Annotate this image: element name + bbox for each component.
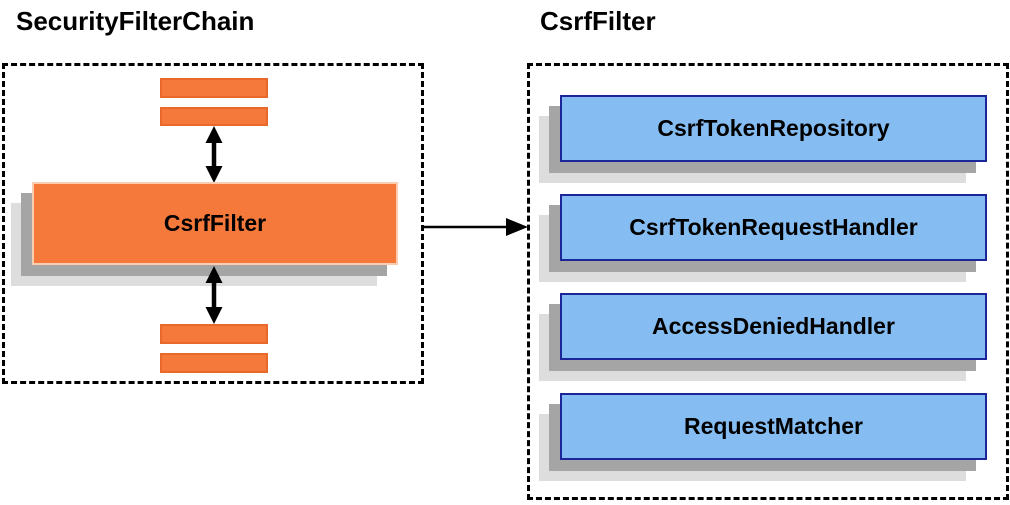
- csrf-filter-box: CsrfFilter: [32, 182, 398, 265]
- csrf-filter-title: CsrfFilter: [540, 6, 656, 36]
- security-filter-chain-title: SecurityFilterChain: [16, 6, 255, 36]
- security-filter-chain-container: [2, 63, 424, 384]
- filter-placeholder-bar-top-1: [160, 78, 268, 98]
- filter-placeholder-bar-top-2: [160, 107, 268, 126]
- filter-placeholder-bar-bottom-2: [160, 353, 268, 373]
- component-label: RequestMatcher: [684, 413, 863, 439]
- bidirectional-arrow-top: [205, 126, 223, 183]
- component-label: CsrfTokenRequestHandler: [629, 214, 918, 240]
- component-label: AccessDeniedHandler: [652, 313, 895, 339]
- flow-arrow: [423, 218, 528, 236]
- component-box-access-denied-handler: AccessDeniedHandler: [560, 293, 987, 360]
- component-box-csrf-token-repository: CsrfTokenRepository: [560, 95, 987, 162]
- csrf-filter-container: [527, 63, 1009, 500]
- component-box-csrf-token-request-handler: CsrfTokenRequestHandler: [560, 194, 987, 261]
- csrf-filter-box-label: CsrfFilter: [163, 210, 267, 236]
- bidirectional-arrow-bottom: [205, 266, 223, 324]
- component-label: CsrfTokenRepository: [657, 115, 890, 141]
- component-box-request-matcher: RequestMatcher: [560, 393, 987, 460]
- filter-placeholder-bar-bottom-1: [160, 324, 268, 344]
